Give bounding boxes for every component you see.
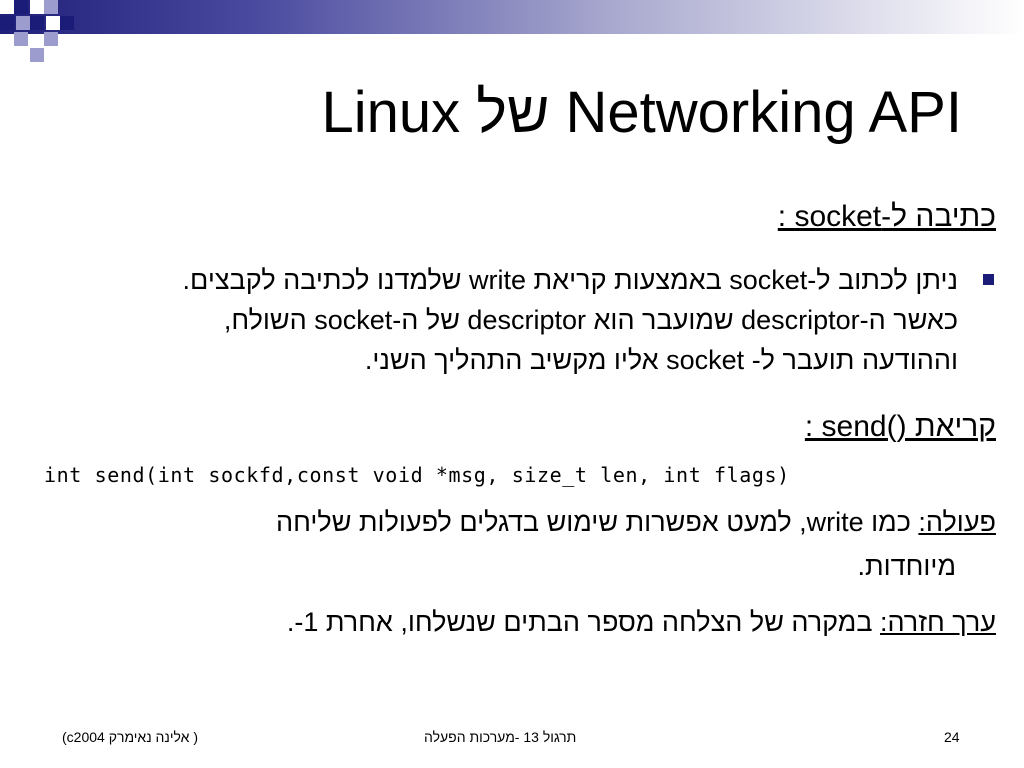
send-heading: קריאת ()send :	[804, 410, 996, 443]
slide-title: Linux של Networking API	[321, 80, 963, 145]
action-paragraph: פעולה: כמו write, למעט אפשרות שימוש בדגל…	[36, 500, 996, 588]
action-text: כמו write, למעט אפשרות שימוש בדגלים לפעו…	[276, 507, 919, 537]
footer-author: ( אלינה נאימרק c2004)	[62, 729, 198, 745]
bullet-line-1: ניתן לכתוב ל-socket באמצעות קריאת write …	[182, 265, 958, 295]
return-text: במקרה של הצלחה מספר הבתים שנשלחו, אחרת 1…	[286, 607, 880, 637]
footer-course: תרגול 13 -מערכות הפעלה	[424, 729, 577, 745]
action-label: פעולה:	[918, 507, 996, 537]
socket-write-heading: כתיבה ל-socket :	[777, 200, 996, 233]
header-gradient-bar	[0, 0, 1024, 34]
socket-write-bullet: ניתן לכתוב ל-socket באמצעות קריאת write …	[18, 260, 958, 380]
send-signature-code: int send(int sockfd,const void *msg, siz…	[44, 463, 790, 487]
action-text-cont: מיוחדות.	[857, 551, 956, 581]
return-paragraph: ערך חזרה: במקרה של הצלחה מספר הבתים שנשל…	[36, 600, 996, 644]
bullet-line-2: כאשר ה-descriptor שמועבר הוא descriptor …	[223, 305, 958, 335]
footer-page-number: 24	[944, 729, 960, 745]
return-label: ערך חזרה:	[880, 607, 996, 637]
bullet-line-3: וההודעה תועבר ל- socket אליו מקשיב התהלי…	[364, 345, 958, 375]
bullet-square-icon	[983, 274, 994, 285]
